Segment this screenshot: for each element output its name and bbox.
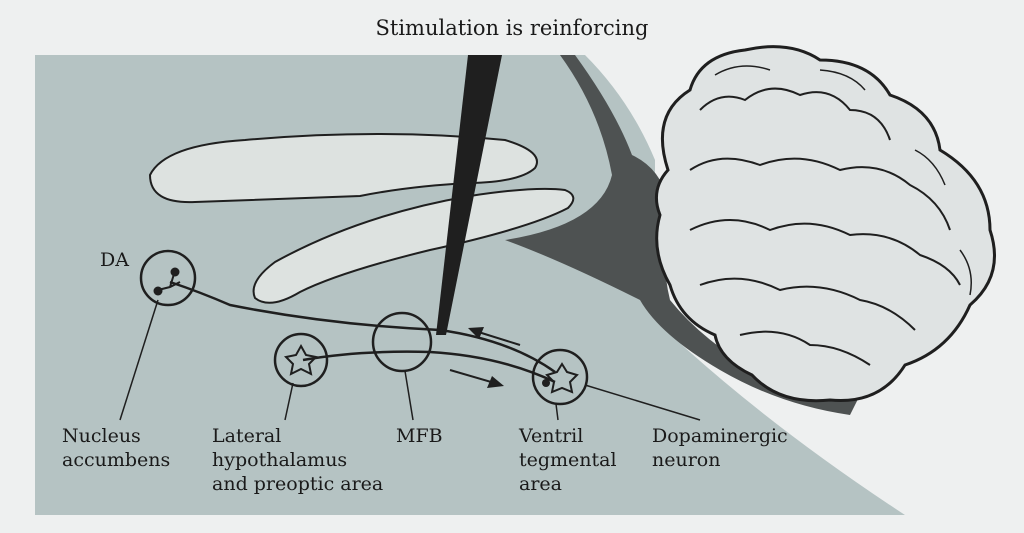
cerebellum <box>654 45 996 403</box>
lateral-hypothalamus-neuron <box>273 332 329 388</box>
ventricle-upper <box>148 133 538 204</box>
label-nucleus-accumbens: Nucleus accumbens <box>62 425 171 471</box>
label-ventral-tegmental-area: Ventril tegmental area <box>519 425 617 495</box>
mfb-region <box>371 311 433 373</box>
label-lateral-hypothalamus: Lateral hypothalamus and preoptic area <box>212 425 384 495</box>
leader-lines <box>119 299 701 421</box>
dopaminergic-neuron <box>531 348 589 406</box>
ventricle-lower <box>252 187 575 304</box>
mfb-pathway-upper <box>169 280 556 374</box>
arrow-toward-forebrain <box>468 327 521 346</box>
label-da: DA <box>100 249 129 271</box>
label-mfb: MFB <box>396 425 443 447</box>
stimulating-electrode <box>436 55 502 335</box>
arrow-toward-midbrain <box>449 369 504 388</box>
dopamine-terminal <box>139 249 197 307</box>
label-dopaminergic-neuron: Dopaminergic neuron <box>652 425 788 471</box>
dark-tissue-band <box>505 55 860 415</box>
diagram-title: Stimulation is reinforcing <box>375 16 649 40</box>
